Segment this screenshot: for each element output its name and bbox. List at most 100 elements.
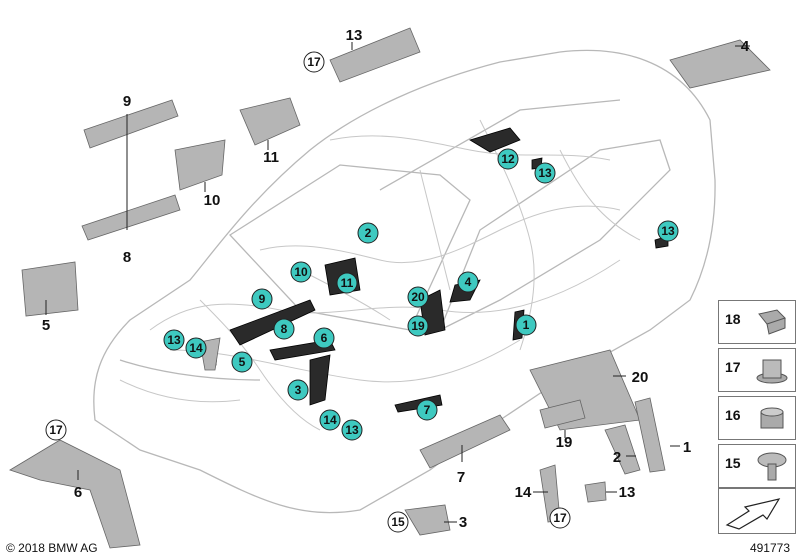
svg-text:14: 14 [323, 413, 337, 427]
callout-6: 6 [313, 327, 335, 349]
nut-16-icon [760, 407, 784, 429]
legend-number: 17 [725, 359, 741, 375]
svg-text:13: 13 [345, 423, 359, 437]
label-8: 8 [123, 249, 131, 266]
svg-text:1: 1 [523, 318, 530, 332]
legend-item-18: 18 [718, 300, 796, 344]
label-6: 6 [74, 484, 82, 501]
callout-14b: 14 [319, 409, 341, 431]
callout-2: 2 [357, 222, 379, 244]
circle-17-top [303, 51, 325, 73]
svg-text:12: 12 [501, 152, 515, 166]
callout-9: 9 [251, 288, 273, 310]
fastener-legend: 18 17 16 15 [718, 300, 796, 492]
svg-text:2: 2 [365, 226, 372, 240]
label-10: 10 [204, 192, 221, 209]
label-17-top: 17 [307, 55, 321, 69]
clip-18-icon [758, 309, 786, 335]
legend-item-17: 17 [718, 348, 796, 392]
nut-17-icon [756, 359, 788, 384]
callout-13d: 13 [341, 419, 363, 441]
diagram-id: 491773 [749, 541, 790, 555]
part-13-small-shape [584, 481, 607, 503]
leader-lines [45, 42, 750, 523]
part-10-shape [174, 139, 226, 191]
circled-labels [45, 51, 571, 533]
svg-text:13: 13 [538, 166, 552, 180]
part-9-shape [83, 99, 179, 149]
label-1: 1 [683, 439, 691, 456]
callout-7: 7 [416, 399, 438, 421]
label-4-top: 4 [741, 38, 750, 55]
svg-text:6: 6 [321, 331, 328, 345]
copyright-text: © 2018 BMW AG [6, 541, 98, 555]
svg-text:13: 13 [661, 224, 675, 238]
part-8-shape [81, 194, 181, 241]
svg-text:4: 4 [465, 275, 472, 289]
callout-4: 4 [457, 271, 479, 293]
screw-15-icon [757, 452, 787, 481]
callout-8: 8 [273, 318, 295, 340]
label-17-left: 17 [49, 423, 63, 437]
svg-text:20: 20 [411, 290, 425, 304]
callout-20: 20 [407, 286, 429, 308]
svg-text:5: 5 [239, 355, 246, 369]
legend-number: 18 [725, 311, 741, 327]
legend-number: 16 [725, 407, 741, 423]
callouts: 12 13 13 2 10 11 4 20 19 9 8 6 1 13 14 5… [163, 148, 679, 441]
circle-15-bottom [387, 511, 409, 533]
callout-19: 19 [407, 315, 429, 337]
callout-5: 5 [231, 351, 253, 373]
svg-text:11: 11 [341, 276, 354, 290]
part-3-shape [404, 504, 451, 536]
label-13-top: 13 [346, 27, 363, 44]
callout-13c: 13 [163, 329, 185, 351]
label-11: 11 [263, 149, 279, 166]
callout-14a: 14 [185, 337, 207, 359]
svg-text:10: 10 [294, 265, 308, 279]
label-20: 20 [632, 369, 649, 386]
svg-text:8: 8 [281, 322, 288, 336]
part-1-shape [634, 397, 666, 473]
label-15-bottom: 15 [391, 515, 405, 529]
svg-text:7: 7 [424, 403, 431, 417]
label-9: 9 [123, 93, 131, 110]
label-2: 2 [613, 449, 621, 466]
legend-item-15: 15 [718, 444, 796, 488]
callout-13b: 13 [657, 220, 679, 242]
label-19: 19 [556, 434, 573, 451]
legend-item-16: 16 [718, 396, 796, 440]
label-17-bottom: 17 [553, 511, 567, 525]
circle-17-bottom [549, 507, 571, 529]
label-14: 14 [515, 484, 532, 501]
circle-17-left [45, 419, 67, 441]
label-5: 5 [42, 317, 50, 334]
label-13-bottom: 13 [619, 484, 636, 501]
svg-text:13: 13 [167, 333, 181, 347]
part-2-shape [604, 424, 641, 475]
svg-text:9: 9 [259, 292, 266, 306]
legend-number: 15 [725, 455, 741, 471]
callout-10: 10 [290, 261, 312, 283]
part-labels: 9 8 5 10 11 13 4 20 7 19 1 2 14 13 3 6 [42, 27, 750, 531]
part-11-shape [239, 97, 301, 146]
callout-13a: 13 [534, 162, 556, 184]
label-3: 3 [459, 514, 467, 531]
part-6-shape [9, 439, 141, 549]
view-arrow-icon [718, 488, 796, 534]
callout-1: 1 [515, 314, 537, 336]
svg-text:14: 14 [189, 341, 203, 355]
callout-12: 12 [497, 148, 519, 170]
callout-3: 3 [287, 379, 309, 401]
part-13-top-shape [329, 27, 421, 83]
label-7: 7 [457, 469, 465, 486]
part-19-shape [539, 399, 586, 429]
part-5-shape [21, 261, 79, 317]
svg-text:3: 3 [295, 383, 302, 397]
part-4-shape [669, 39, 771, 89]
part-7-shape [419, 414, 511, 469]
callout-11: 11 [336, 272, 358, 294]
circled-label-texts: 17 17 15 17 [49, 55, 567, 529]
loose-parts [9, 27, 771, 549]
